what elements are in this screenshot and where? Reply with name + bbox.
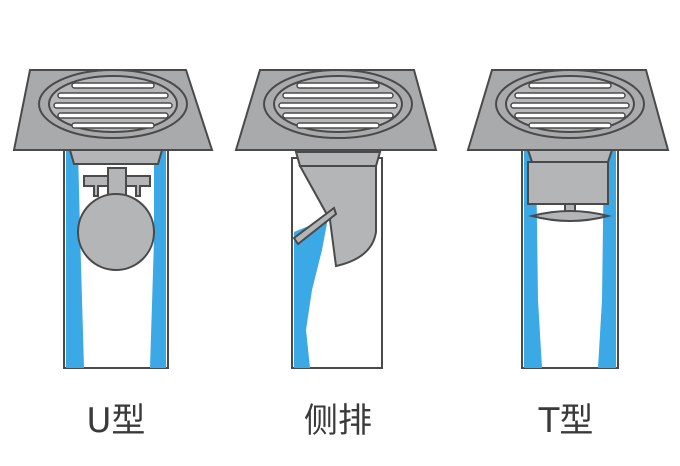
u-type-slot: [71, 82, 155, 89]
t-type-valve-disc: [528, 210, 612, 222]
u-type-throat: [68, 149, 164, 165]
t-type-grate-slots: [510, 82, 630, 129]
t-type-slot: [510, 102, 630, 109]
t-type-label: T型: [538, 401, 594, 441]
u-type-water-left: [66, 150, 84, 368]
u-type-grate-slots: [53, 82, 173, 129]
u-type-slot: [53, 102, 173, 109]
u-type-label: U型: [86, 401, 146, 441]
u-type-water-right: [150, 150, 166, 368]
side-type-slot: [282, 92, 394, 99]
t-type-water-right: [598, 150, 616, 368]
t-type-body: [527, 161, 609, 205]
side-type-label: 侧排: [304, 401, 372, 441]
side-type-slot: [296, 82, 380, 89]
u-type-slot: [57, 92, 169, 99]
side-type-water: [294, 218, 328, 368]
side-type-slot: [278, 102, 398, 109]
u-type-drain: [12, 69, 214, 369]
t-type-slot: [528, 82, 612, 89]
side-type-drain: [234, 69, 438, 369]
t-type-slot: [514, 112, 626, 119]
side-type-flap-body: [298, 165, 377, 268]
side-type-grate-slots: [278, 82, 398, 129]
side-type-throat: [294, 151, 382, 167]
side-type-flap: [292, 206, 338, 246]
t-type-throat: [526, 149, 614, 163]
u-type-slot: [71, 122, 155, 129]
t-type-slot: [528, 122, 612, 129]
side-type-slot: [296, 122, 380, 129]
side-type-slot: [282, 112, 394, 119]
t-type-drain: [466, 69, 670, 369]
u-type-slot: [57, 112, 169, 119]
u-type-ball: [77, 193, 155, 271]
t-type-slot: [514, 92, 626, 99]
